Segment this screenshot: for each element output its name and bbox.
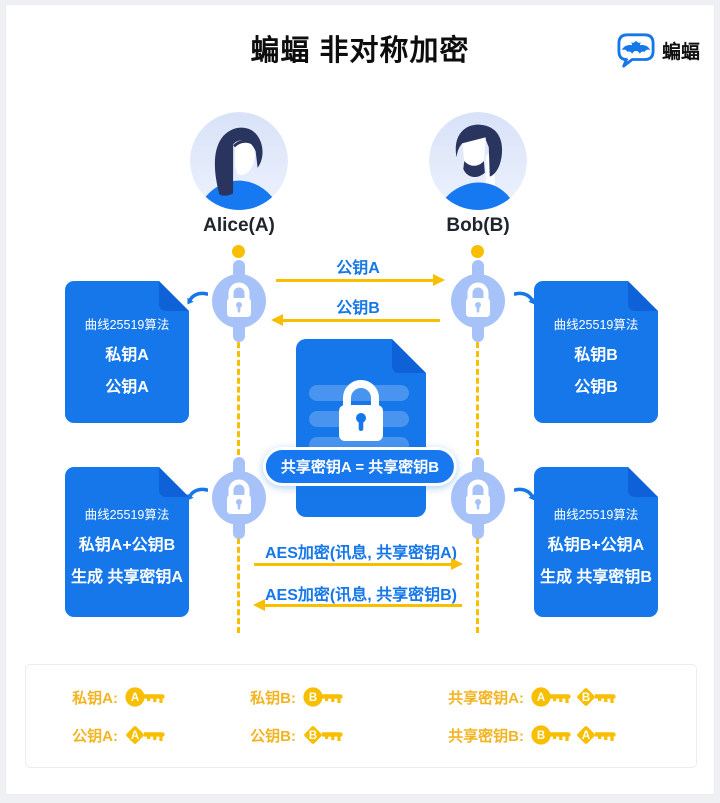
- page-title: 蝙蝠 非对称加密: [250, 35, 470, 67]
- lock-node-bob-bottom: [451, 457, 505, 539]
- doc-line: 生成 共享密钥B: [539, 568, 652, 586]
- doc-line: 曲线25519算法: [553, 507, 639, 522]
- shared-key-doc-alice: 曲线25519算法 私钥A+公钥B 生成 共享密钥A: [65, 467, 189, 617]
- legend-item-label: 私钥A:: [72, 689, 118, 707]
- doc-line: 生成 共享密钥A: [70, 568, 183, 586]
- legend-item-label: 共享密钥B:: [448, 727, 524, 745]
- keypair-doc-bob: 曲线25519算法 私钥B 公钥B: [534, 281, 658, 423]
- alice-avatar: [190, 112, 288, 210]
- brand-logo: 蝙蝠: [617, 32, 700, 68]
- svg-text:A: A: [131, 730, 139, 742]
- key-icon-diamond-B: B: [577, 688, 616, 706]
- doc-fold: [159, 467, 189, 497]
- legend-column: 共享密钥A: A B 共享密钥B: B A: [438, 665, 616, 767]
- doc-line: 私钥B: [574, 346, 618, 364]
- key-icon-diamond-B: B: [304, 726, 343, 744]
- doc-line: 曲线25519算法: [553, 317, 639, 332]
- legend-item-keys: B: [303, 724, 343, 746]
- svg-text:A: A: [582, 730, 590, 742]
- svg-text:A: A: [131, 692, 139, 704]
- timeline-dot-bob: [471, 245, 484, 258]
- curved-arrow-right-icon: [514, 291, 535, 305]
- legend-item-keys: B A: [531, 724, 616, 746]
- doc-line: 私钥B+公钥A: [547, 536, 645, 554]
- doc-line: 私钥A: [105, 346, 149, 364]
- legend-item: 私钥B: B: [240, 686, 343, 708]
- bob-avatar: [429, 112, 527, 210]
- legend-item: 共享密钥A: A B: [438, 686, 616, 708]
- alice-name-label: Alice(A): [203, 215, 275, 236]
- legend-column: 私钥A: A 公钥A: A: [62, 665, 165, 767]
- doc-line: 公钥A: [105, 378, 149, 396]
- lock-icon: [466, 282, 490, 317]
- legend-item-label: 共享密钥A:: [448, 689, 524, 707]
- lock-icon: [466, 479, 490, 514]
- public-key-b-label: 公钥B: [336, 300, 380, 317]
- lock-node-bob-top: [451, 260, 505, 342]
- public-key-a-label: 公钥A: [336, 260, 380, 277]
- public-key-a-arrow: [276, 274, 445, 286]
- key-icon-round-A: A: [125, 687, 165, 707]
- lock-node-alice-bottom: [212, 457, 266, 539]
- timeline-dashed-line-bob: [476, 262, 479, 633]
- bob-name-label: Bob(B): [446, 215, 510, 236]
- legend-item-label: 公钥A:: [72, 727, 118, 745]
- timeline-dot-alice: [232, 245, 245, 258]
- legend-item-keys: A: [125, 686, 165, 708]
- doc-line: 曲线25519算法: [84, 317, 170, 332]
- svg-text:B: B: [309, 730, 317, 742]
- key-icon-round-B: B: [303, 687, 343, 707]
- svg-text:B: B: [537, 730, 545, 742]
- legend-item-keys: B: [303, 686, 343, 708]
- lock-icon: [227, 479, 251, 514]
- lock-icon: [227, 282, 251, 317]
- public-key-b-arrow: [271, 314, 440, 326]
- keypair-doc-alice: 曲线25519算法 私钥A 公钥A: [65, 281, 189, 423]
- aes-encrypt-to-alice-arrow: [253, 599, 462, 611]
- doc-line: 曲线25519算法: [84, 507, 170, 522]
- svg-text:B: B: [309, 692, 317, 704]
- curved-arrow-right-icon: [514, 487, 535, 501]
- key-icon-diamond-A: A: [577, 726, 616, 744]
- infographic-card: 蝙蝠 非对称加密 蝙蝠: [5, 4, 715, 795]
- legend-item: 公钥A: A: [62, 724, 165, 746]
- doc-line: 公钥B: [574, 378, 618, 396]
- brand-name: 蝙蝠: [661, 41, 700, 63]
- shared-key-doc-bob: 曲线25519算法 私钥B+公钥A 生成 共享密钥B: [534, 467, 658, 617]
- doc-fold: [628, 467, 658, 497]
- bat-chat-bubble-icon: [617, 33, 655, 68]
- aes-encrypt-to-bob-label: AES加密(讯息, 共享密钥A): [264, 545, 457, 562]
- doc-fold: [392, 339, 426, 373]
- lock-icon: [339, 380, 383, 441]
- svg-text:A: A: [537, 692, 545, 704]
- doc-text-line: [309, 385, 409, 401]
- doc-line: 私钥A+公钥B: [78, 536, 176, 554]
- legend-item: 共享密钥B: B A: [438, 724, 616, 746]
- curved-arrow-left-icon: [187, 291, 208, 305]
- legend-item-label: 私钥B:: [250, 689, 296, 707]
- svg-text:B: B: [582, 692, 590, 704]
- legend-panel: 私钥A: A 公钥A: A 私钥B: B 公钥B: B 共享密钥A: A B 共…: [25, 664, 697, 768]
- legend-column: 私钥B: B 公钥B: B: [240, 665, 343, 767]
- doc-fold: [628, 281, 658, 311]
- key-icon-round-B: B: [531, 725, 571, 745]
- legend-item-keys: A B: [531, 686, 616, 708]
- legend-item: 公钥B: B: [240, 724, 343, 746]
- aes-encrypt-to-alice-label: AES加密(讯息, 共享密钥B): [264, 587, 457, 604]
- shared-key-equality-badge: 共享密钥A = 共享密钥B: [262, 447, 458, 486]
- legend-item-keys: A: [125, 724, 165, 746]
- legend-item-label: 公钥B:: [250, 727, 296, 745]
- aes-encrypt-to-bob-arrow: [254, 558, 463, 570]
- key-icon-round-A: A: [531, 687, 571, 707]
- timeline-dashed-line-alice: [237, 262, 240, 633]
- legend-item: 私钥A: A: [62, 686, 165, 708]
- key-icon-diamond-A: A: [126, 726, 165, 744]
- lock-node-alice-top: [212, 260, 266, 342]
